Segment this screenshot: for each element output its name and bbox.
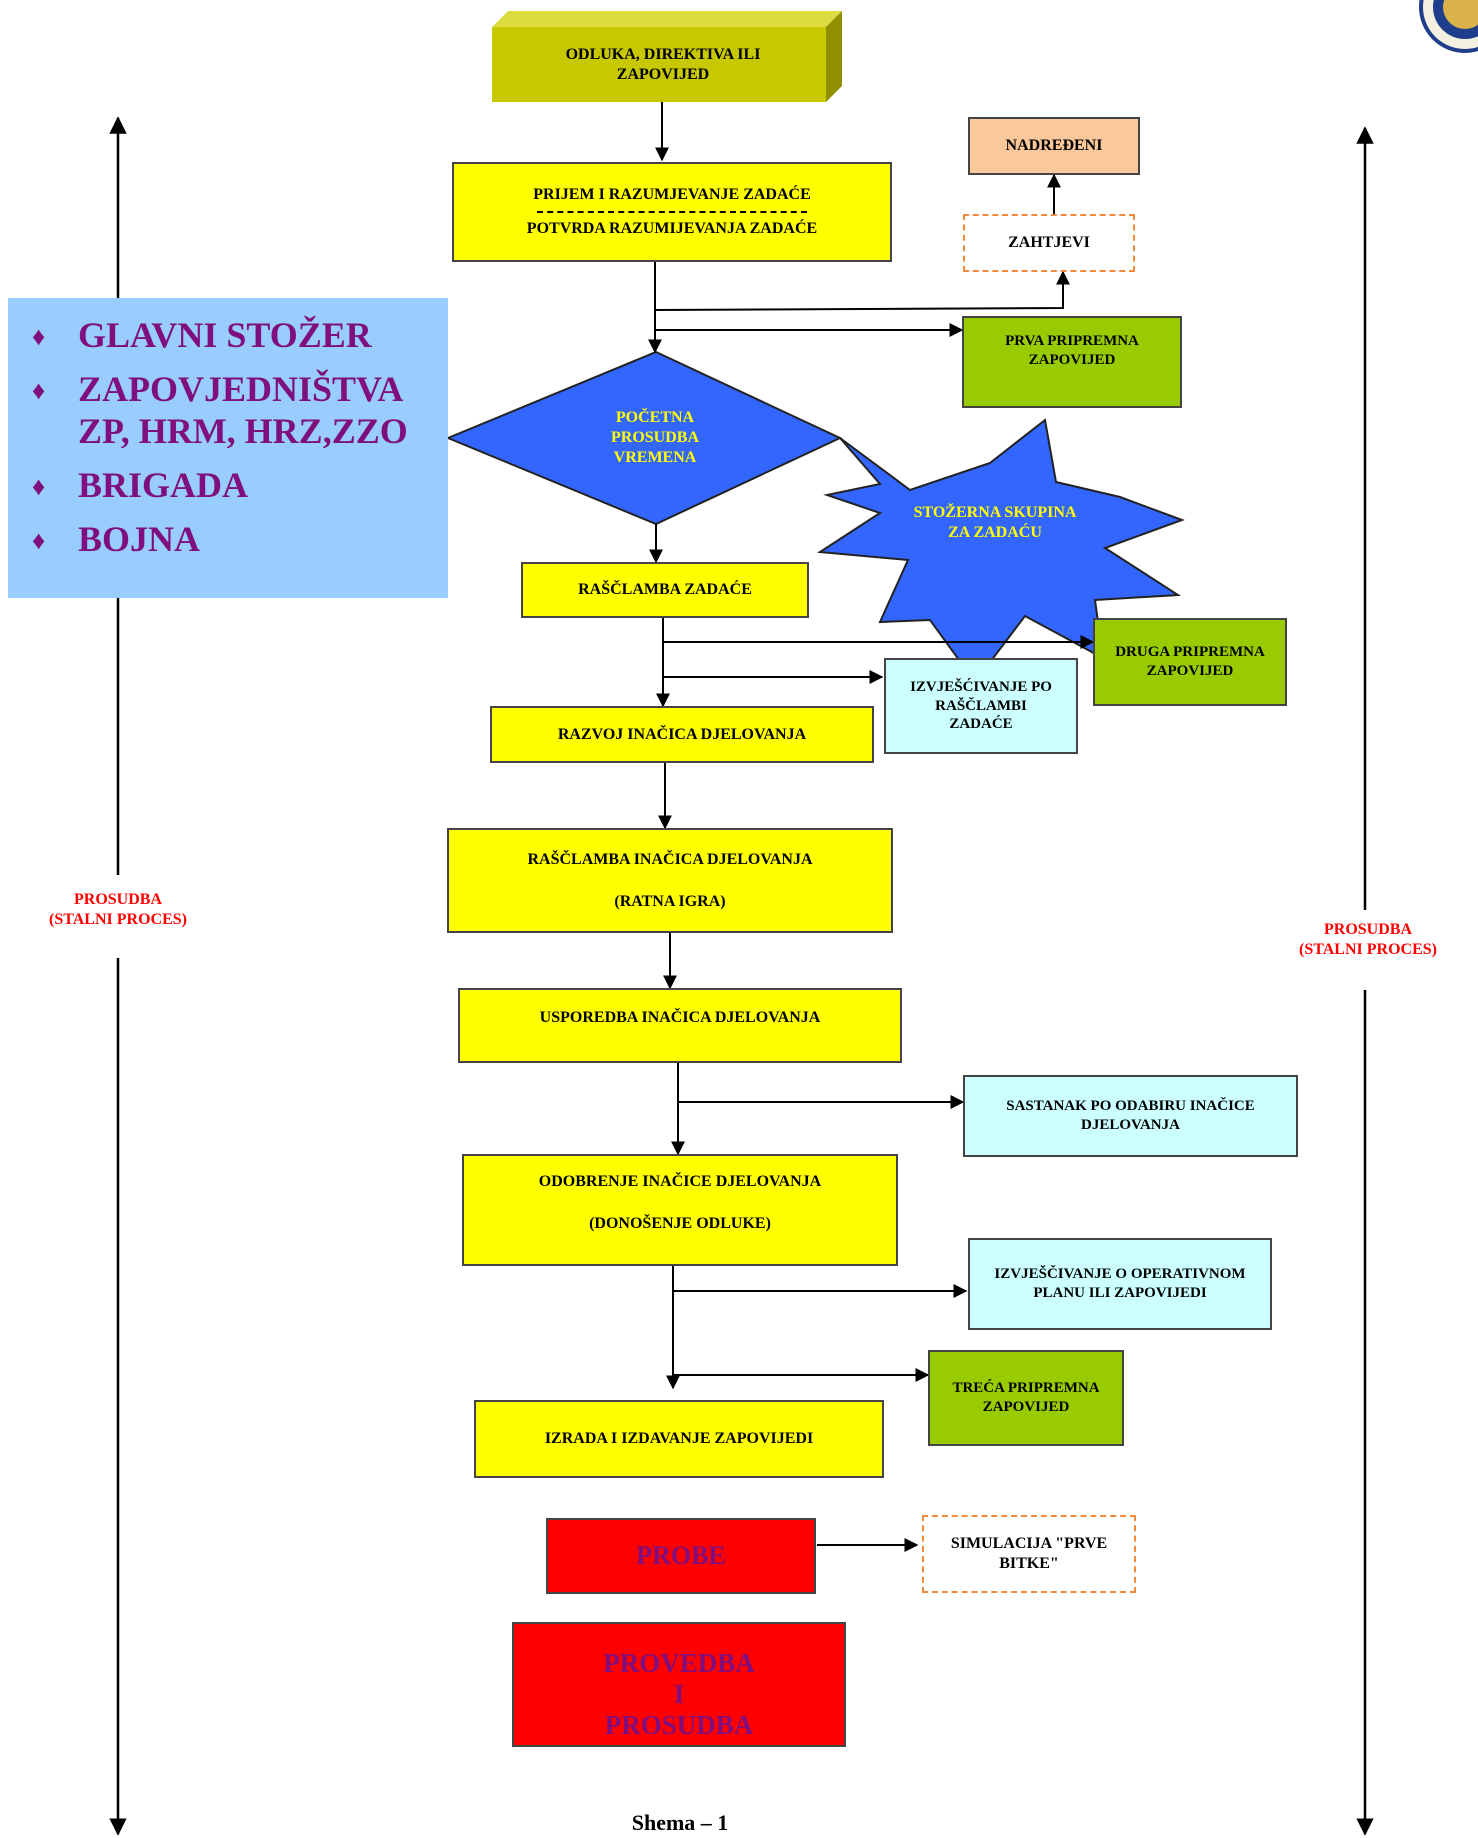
simulation-box: SIMULACIJA "PRVE BITKE" (922, 1515, 1136, 1593)
execution-line1: PROVEDBA (603, 1648, 755, 1678)
execution-line2: I (673, 1679, 685, 1710)
diagram-caption: Shema – 1 (631, 1810, 729, 1835)
right-process-label-line2: (STALNI PROCES) (1299, 941, 1437, 958)
command-levels-panel: ♦ GLAVNI STOŽER ♦ ZAPOVJEDNIŠTVA ZP, HRM… (8, 298, 448, 598)
execution-line3: PROSUDBA (604, 1710, 754, 1741)
receipt-separator (536, 211, 808, 213)
orders-production-box: IZRADA I IZDAVANJE ZAPOVIJEDI (474, 1400, 884, 1478)
receipt-line2: POTVRDA RAZUMIJEVANJA ZADAĆE (526, 220, 818, 237)
left-process-label-line2: (STALNI PROCES) (49, 911, 187, 928)
first-warning-order-box: PRVA PRIPREMNA ZAPOVIJED (962, 316, 1182, 408)
level-item: ♦ GLAVNI STOŽER (32, 314, 448, 356)
level-item: ♦ BOJNA (32, 518, 448, 560)
coa-analysis-line2: (RATNA IGRA) (614, 892, 726, 910)
coa-approval-line1: ODOBRENJE INAČICE DJELOVANJA (538, 1173, 822, 1190)
diamond-bullet-icon: ♦ (32, 322, 46, 351)
second-warning-order-box: DRUGA PRIPREMNA ZAPOVIJED (1093, 618, 1287, 706)
diamond-bullet-icon: ♦ (32, 376, 46, 406)
right-process-label: PROSUDBA (STALNI PROCES) (1268, 920, 1468, 960)
level-label: ZAPOVJEDNIŠTVA ZP, HRM, HRZ,ZZO (78, 369, 408, 452)
decision-label: ODLUKA, DIREKTIVA ILI ZAPOVIJED (565, 46, 761, 83)
initial-time-estimate-label: POČETNA PROSUDBA VREMENA (610, 409, 699, 466)
left-process-label-line1: PROSUDBA (73, 891, 162, 908)
third-warning-order-box: TREĆA PRIPREMNA ZAPOVIJED (928, 1350, 1124, 1446)
coa-development-box: RAZVOJ INAČICA DJELOVANJA (490, 706, 874, 763)
coa-comparison-box: USPOREDBA INAČICA DJELOVANJA (458, 988, 902, 1063)
superior-box: NADREĐENI (968, 117, 1140, 175)
level-label: GLAVNI STOŽER (78, 315, 372, 355)
right-process-label-line1: PROSUDBA (1323, 921, 1412, 938)
receipt-line1: PRIJEM I RAZUMJEVANJE ZADAĆE (533, 186, 811, 203)
level-item: ♦ BRIGADA (32, 464, 448, 506)
level-label: BRIGADA (78, 465, 249, 506)
rehearsals-box: PROBE (546, 1518, 816, 1594)
diamond-bullet-icon: ♦ (32, 472, 46, 502)
requests-box: ZAHTJEVI (963, 214, 1135, 272)
coa-decision-briefing-box: SASTANAK PO ODABIRU INAČICE DJELOVANJA (963, 1075, 1298, 1157)
left-process-label: PROSUDBA (STALNI PROCES) (28, 890, 208, 930)
coa-approval-box: ODOBRENJE INAČICE DJELOVANJA (DONOŠENJE … (462, 1154, 898, 1266)
coa-analysis-box: RAŠČLAMBA INAČICA DJELOVANJA (RATNA IGRA… (447, 828, 893, 933)
diamond-bullet-icon: ♦ (32, 526, 46, 556)
level-item: ♦ ZAPOVJEDNIŠTVA ZP, HRM, HRZ,ZZO (32, 368, 448, 452)
decision-box (492, 11, 842, 102)
coa-analysis-line1: RAŠČLAMBA INAČICA DJELOVANJA (527, 850, 813, 868)
mission-analysis-briefing-box: IZVJEŠĆIVANJE PO RAŠČLAMBI ZADAĆE (884, 658, 1078, 754)
staff-group-label: STOŽERNA SKUPINA ZA ZADAĆU (913, 504, 1077, 541)
coa-approval-line2: (DONOŠENJE ODLUKE) (589, 1215, 771, 1232)
arrow-to-requests (654, 270, 1070, 311)
execution-box: PROVEDBA I PROSUDBA (512, 1622, 846, 1747)
level-label: BOJNA (78, 519, 201, 560)
mission-analysis-box: RAŠČLAMBA ZADAĆE (521, 562, 809, 618)
receipt-box: PRIJEM I RAZUMJEVANJE ZADAĆE POTVRDA RAZ… (452, 162, 892, 262)
orders-briefing-box: IZVJEŠČIVANJE O OPERATIVNOM PLANU ILI ZA… (968, 1238, 1272, 1330)
emblem-icon (1419, 0, 1478, 53)
